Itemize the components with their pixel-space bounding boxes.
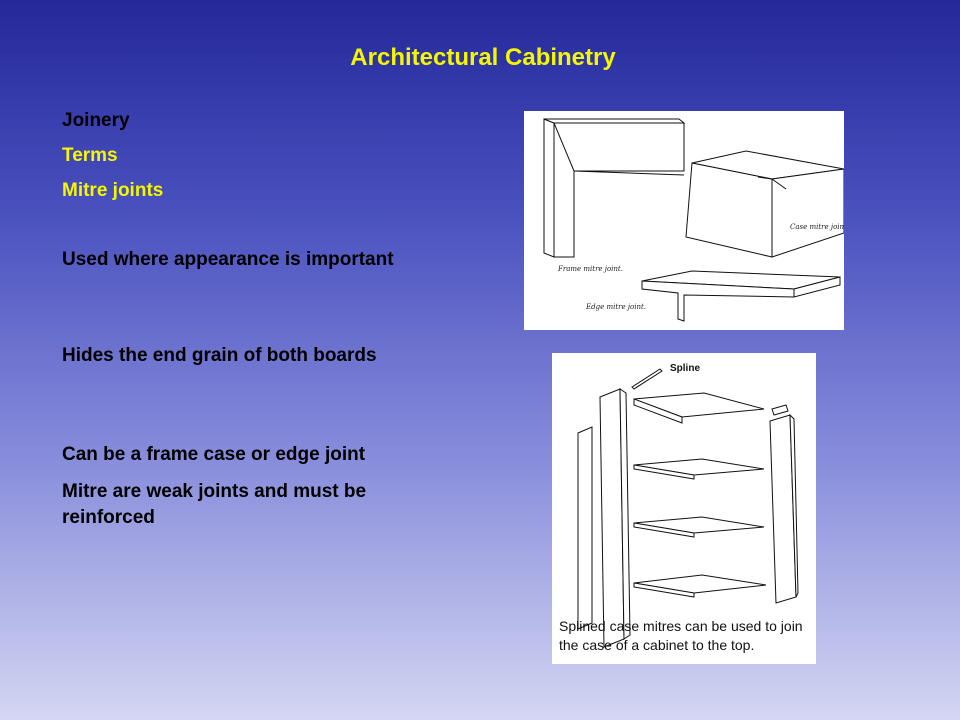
label-case-mitre: Case mitre joint. (790, 223, 844, 231)
spline-label: Spline (670, 363, 700, 374)
bullet-appearance: Used where appearance is important (62, 249, 394, 270)
label-frame-mitre: Frame mitre joint. (557, 265, 623, 273)
bullet-weak-joints: Mitre are weak joints and must be reinfo… (62, 481, 367, 528)
mitre-joints-drawing: Frame mitre joint. Case mitre joint. Edg… (543, 118, 844, 322)
label-edge-mitre: Edge mitre joint. (585, 303, 646, 311)
splined-case-mitre-illustration: Spline Splined case mitres can be used t… (552, 353, 816, 664)
bullet-frame-case-edge: Can be a frame case or edge joint (62, 444, 366, 465)
splined-case-drawing: Spline (577, 363, 799, 648)
bullet-end-grain: Hides the end grain of both boards (62, 345, 377, 366)
figure-caption: Splined case mitres can be used to join … (559, 618, 803, 653)
heading-terms: Terms (62, 145, 118, 166)
heading-joinery: Joinery (62, 110, 130, 131)
heading-mitre-joints: Mitre joints (62, 180, 164, 201)
slide-title: Architectural Cabinetry (350, 44, 616, 71)
mitre-joints-illustration: Frame mitre joint. Case mitre joint. Edg… (524, 111, 844, 330)
